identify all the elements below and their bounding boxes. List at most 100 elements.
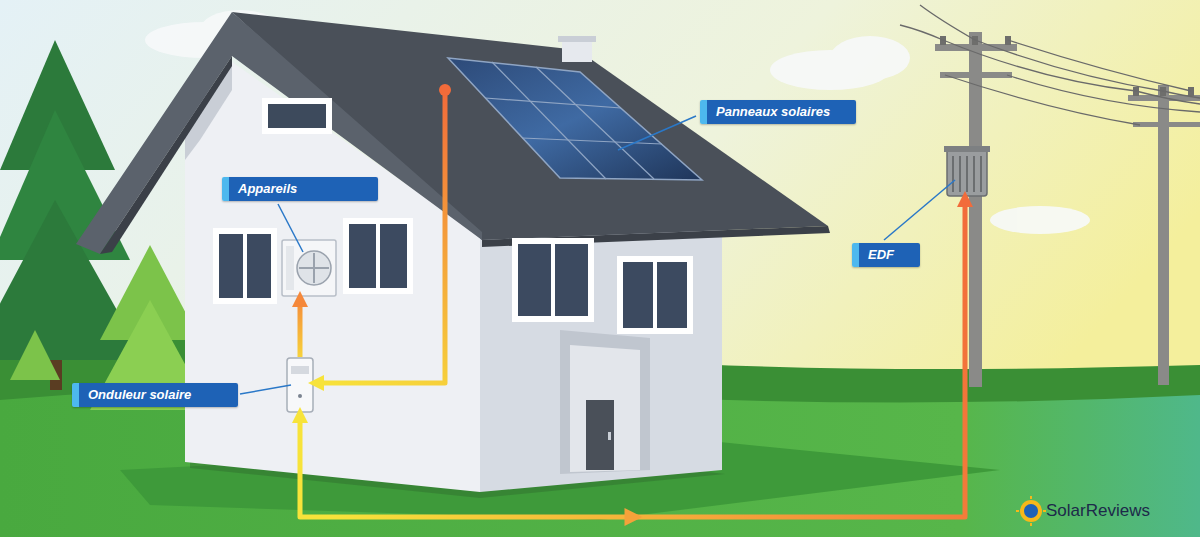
- poles: [920, 5, 975, 40]
- porch: [560, 330, 650, 474]
- transformer: [980, 156, 982, 192]
- sky: [830, 36, 910, 80]
- ac-unit: [282, 240, 336, 296]
- poles: [935, 32, 1200, 387]
- poles: [1158, 85, 1169, 385]
- windows: [219, 234, 243, 298]
- leader-lines: [240, 116, 955, 394]
- house: [76, 12, 482, 254]
- transformer: [944, 146, 990, 152]
- watermark: SolarReviews: [1046, 501, 1150, 521]
- sky: [990, 206, 1090, 234]
- poles: [945, 75, 1140, 125]
- transformer: [953, 156, 981, 192]
- windows: [555, 244, 588, 316]
- leader-lines: [278, 204, 303, 252]
- windows: [617, 256, 693, 334]
- logo-sun: [1043, 510, 1046, 512]
- porch: [570, 345, 640, 472]
- poles: [975, 40, 1163, 91]
- logo-sun: [1016, 510, 1019, 512]
- callout-label: Appareils: [222, 177, 378, 201]
- house: [558, 36, 596, 42]
- poles: [900, 5, 1200, 387]
- poles: [900, 25, 943, 40]
- transformer: [947, 148, 987, 196]
- logo-sun: [1024, 504, 1038, 518]
- solar-panels: [448, 58, 702, 180]
- porch: [586, 400, 614, 470]
- windows: [213, 218, 693, 334]
- windows: [219, 224, 687, 328]
- house: [480, 230, 722, 492]
- poles: [1133, 122, 1200, 127]
- solar-panels: [522, 138, 662, 144]
- house: [100, 56, 232, 254]
- house: [262, 98, 332, 134]
- logo-sun: [1016, 496, 1046, 526]
- ac-unit: [282, 240, 336, 296]
- logo-sun: [1016, 496, 1046, 526]
- poles: [935, 44, 1017, 51]
- house: [268, 104, 326, 128]
- callout-label: EDF: [852, 243, 920, 267]
- trees: [10, 330, 60, 380]
- windows: [349, 224, 376, 288]
- inverter-node: Onduleur solaire: [287, 358, 313, 412]
- inverter: [291, 366, 309, 374]
- windows: [623, 262, 653, 328]
- house: [76, 12, 830, 498]
- windows: [512, 238, 594, 322]
- transformer: [959, 156, 961, 192]
- flow-arrow: [314, 90, 445, 383]
- poles: [1188, 87, 1194, 96]
- solar-panels-node: Panneaux solaires: [445, 58, 702, 180]
- poles: [1007, 75, 1200, 112]
- porch: [608, 432, 611, 440]
- source-dot: [439, 84, 451, 96]
- house: [562, 40, 592, 62]
- leader-lines: [884, 180, 955, 240]
- windows: [213, 218, 693, 474]
- logo-sun: [1020, 500, 1042, 522]
- ground: [0, 317, 1200, 537]
- solar-panels: [485, 62, 662, 179]
- solar-panels: [448, 58, 702, 180]
- leader-lines: [240, 385, 291, 394]
- transformer: [966, 156, 968, 192]
- windows: [657, 262, 687, 328]
- house: [232, 12, 828, 240]
- transformer: [952, 156, 954, 192]
- poles: [900, 5, 1200, 125]
- callout-label: Panneaux solaires: [700, 100, 856, 124]
- solar-panels: [485, 98, 621, 108]
- windows: [247, 234, 271, 298]
- poles: [1163, 91, 1200, 98]
- transformer: [973, 156, 975, 192]
- windows: [343, 218, 413, 294]
- poles: [1136, 91, 1200, 104]
- leader-lines: [618, 116, 696, 150]
- poles: [940, 36, 1194, 96]
- porch: [560, 330, 650, 474]
- flow-arrow: [300, 197, 965, 517]
- callout-label: Onduleur solaire: [72, 383, 238, 407]
- windows: [380, 224, 407, 288]
- ac-unit: [299, 253, 329, 283]
- direction-arrow: [625, 508, 643, 526]
- ground: [0, 317, 1200, 537]
- windows: [518, 244, 551, 316]
- ac-unit: [299, 267, 329, 269]
- ac-unit: [286, 246, 294, 290]
- appliance-node: Appareils: [282, 240, 336, 296]
- logo-sun: [1030, 496, 1032, 499]
- grid-node: EDF: [947, 148, 987, 196]
- logo-sun: [1030, 523, 1032, 526]
- solar-panels: [536, 67, 654, 179]
- transformer: [944, 146, 990, 196]
